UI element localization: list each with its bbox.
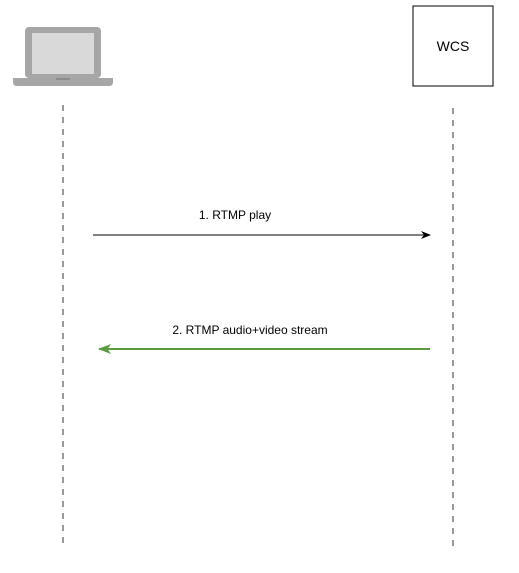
message-2-label: 2. RTMP audio+video stream — [172, 323, 327, 337]
server-label: WCS — [437, 38, 470, 54]
server-participant-box: WCS — [412, 5, 494, 87]
message-1-label: 1. RTMP play — [199, 208, 271, 222]
laptop-icon — [13, 27, 113, 86]
